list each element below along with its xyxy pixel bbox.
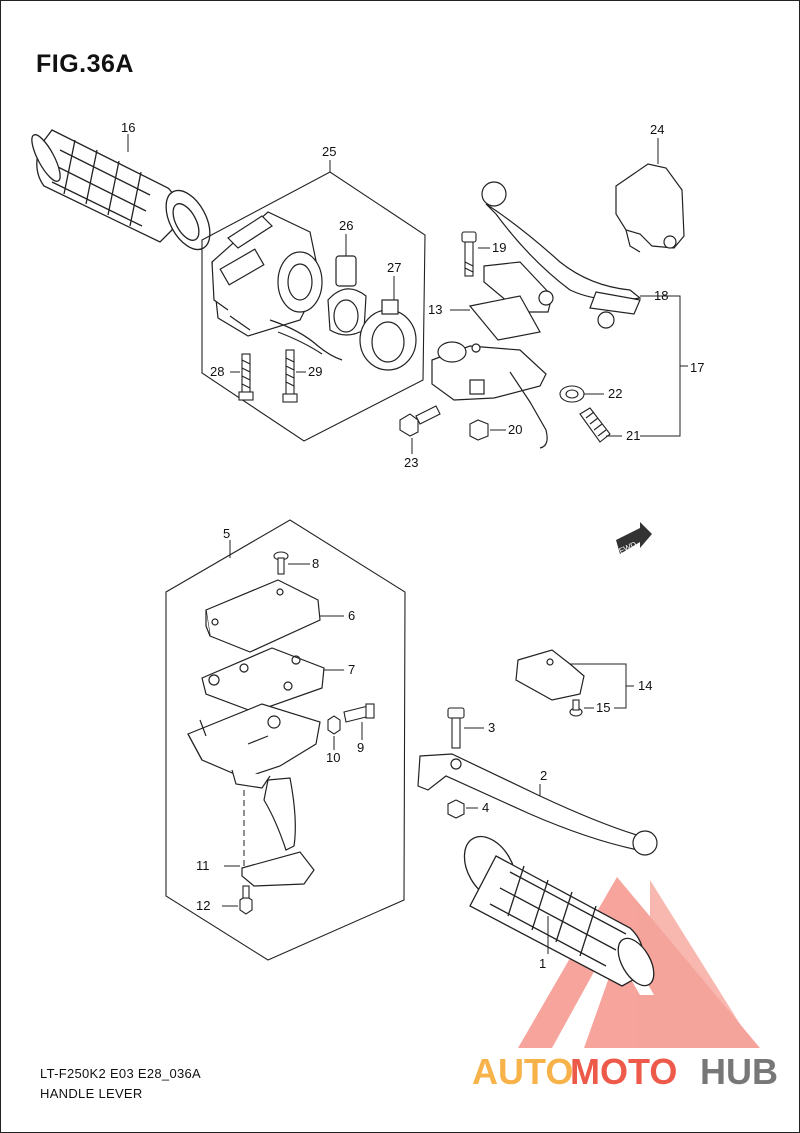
watermark-moto: MOTO (570, 1051, 677, 1092)
lever-bracket-part (468, 261, 641, 341)
section-name: HANDLE LEVER (40, 1086, 143, 1101)
grip-part-1 (463, 835, 655, 987)
callout-1: 1 (539, 956, 546, 971)
case-cover-part-6 (205, 579, 321, 653)
callout-5: 5 (223, 526, 230, 541)
callout-16: 16 (121, 120, 135, 135)
callout-28: 28 (210, 364, 224, 379)
master-cylinder-part (431, 341, 548, 449)
watermark-hub: HUB (700, 1051, 778, 1092)
callout-11: 11 (196, 858, 210, 873)
callout-10: 10 (326, 750, 340, 765)
callout-29: 29 (308, 364, 322, 379)
forward-arrow-icon: FWD (616, 522, 652, 556)
callout-18: 18 (654, 288, 668, 303)
switch-knob-part-26 (327, 255, 367, 336)
figure-title: FIG.36A (36, 50, 134, 78)
throttle-case-box-5 (165, 519, 406, 961)
callout-22: 22 (608, 386, 622, 401)
callout-21: 21 (626, 428, 640, 443)
gasket-part-7 (201, 647, 325, 713)
callout-12: 12 (196, 898, 210, 913)
callout-9: 9 (357, 740, 364, 755)
callout-24: 24 (650, 122, 664, 137)
callout-20: 20 (508, 422, 522, 437)
model-code: LT-F250K2 E03 E28_036A (40, 1066, 202, 1081)
callout-27: 27 (387, 260, 401, 275)
watermark-text: AUTO MOTO HUB (472, 1051, 778, 1092)
screw-part-28 (238, 353, 254, 401)
bracket-17 (640, 295, 681, 437)
callout-26: 26 (339, 218, 353, 233)
nut-part-20 (469, 419, 489, 441)
pin-part-19 (461, 231, 477, 277)
throttle-lever-part (241, 777, 315, 887)
switch-collar-part-27 (359, 299, 417, 371)
nut-part-4 (447, 799, 465, 819)
screw-part-8 (273, 551, 289, 575)
callout-17: 17 (690, 360, 704, 375)
callout-13: 13 (428, 302, 442, 317)
nut-part-10 (327, 715, 341, 735)
throttle-case-part (187, 703, 321, 789)
callout-23: 23 (404, 455, 418, 470)
callout-19: 19 (492, 240, 506, 255)
callout-6: 6 (348, 608, 355, 623)
lever-cover-part-24 (615, 163, 685, 253)
watermark-auto: AUTO (472, 1051, 573, 1092)
screw-part-29 (282, 349, 298, 403)
switch-housing-part (211, 211, 343, 361)
bolt-part-12 (239, 885, 253, 915)
callout-8: 8 (312, 556, 319, 571)
brake-lever-part-top (481, 181, 642, 301)
brake-lever-part-2 (417, 753, 658, 856)
adjuster-part-22 (559, 385, 585, 403)
bolt-part-23 (399, 405, 441, 437)
callout-2: 2 (540, 768, 547, 783)
callout-15: 15 (596, 700, 610, 715)
bolt-part-9 (343, 703, 375, 723)
callout-3: 3 (488, 720, 495, 735)
callout-7: 7 (348, 662, 355, 677)
throttle-grip-part-16 (31, 129, 211, 251)
callout-25: 25 (322, 144, 336, 159)
screw-part-15 (569, 699, 583, 717)
callout-4: 4 (482, 800, 489, 815)
callout-14: 14 (638, 678, 652, 693)
spring-part-21 (579, 407, 611, 443)
pin-part-3 (447, 707, 465, 749)
stop-switch-part (515, 649, 585, 701)
